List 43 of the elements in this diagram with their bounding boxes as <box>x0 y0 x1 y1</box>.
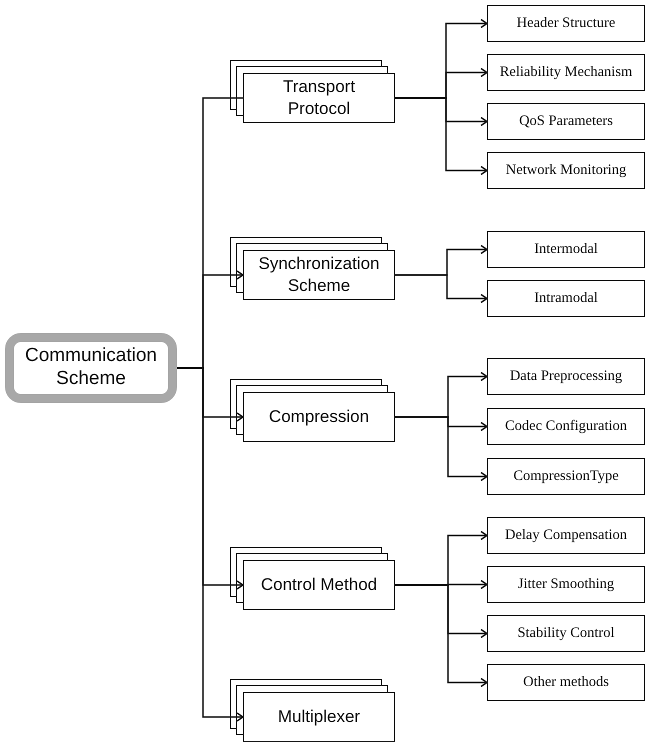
node-label: Transport Protocol <box>282 76 356 120</box>
node-label: Reliability Mechanism <box>500 64 632 82</box>
connector-arrow <box>395 416 488 482</box>
node-label: CompressionType <box>513 468 619 486</box>
connector-arrow <box>177 367 244 722</box>
connector-arrow <box>395 97 488 176</box>
node-label: Data Preprocessing <box>510 368 622 386</box>
node-label: QoS Parameters <box>519 112 613 130</box>
subtopic-box <box>487 566 645 603</box>
subtopic-box <box>487 458 645 495</box>
subtopic-box <box>487 615 645 652</box>
category-box <box>243 560 395 610</box>
node-label: Compression <box>268 406 370 428</box>
root-topic-box <box>5 333 177 403</box>
subtopic-box <box>487 517 645 554</box>
node-label: Synchronization Scheme <box>258 252 380 297</box>
category-box <box>243 692 395 742</box>
subtopic-box <box>487 54 645 91</box>
node-label: Multiplexer <box>278 706 360 728</box>
node-label: Stability Control <box>517 624 615 642</box>
node-label: Intramodal <box>534 290 598 308</box>
node-label: Communication Scheme <box>24 345 158 391</box>
connector-arrow <box>395 274 488 304</box>
subtopic-box <box>487 5 645 42</box>
category-box <box>243 250 395 300</box>
node-label: Delay Compensation <box>504 526 628 544</box>
subtopic-box <box>487 358 645 395</box>
node-label: Other methods <box>523 674 609 692</box>
node-label: Codec Configuration <box>504 418 628 436</box>
node-label: Intermodal <box>534 240 598 258</box>
node-label: Header Structure <box>516 14 616 32</box>
subtopic-box <box>487 103 645 140</box>
subtopic-box <box>487 231 645 268</box>
subtopic-box <box>487 152 645 189</box>
subtopic-box <box>487 664 645 701</box>
subtopic-box <box>487 408 645 445</box>
node-label: Jitter Smoothing <box>518 576 614 594</box>
subtopic-box <box>487 280 645 317</box>
node-label: Network Monitoring <box>506 162 626 180</box>
category-box <box>243 392 395 442</box>
connector-arrow <box>395 584 488 688</box>
category-box <box>243 73 395 123</box>
node-label: Control Method <box>260 574 378 596</box>
